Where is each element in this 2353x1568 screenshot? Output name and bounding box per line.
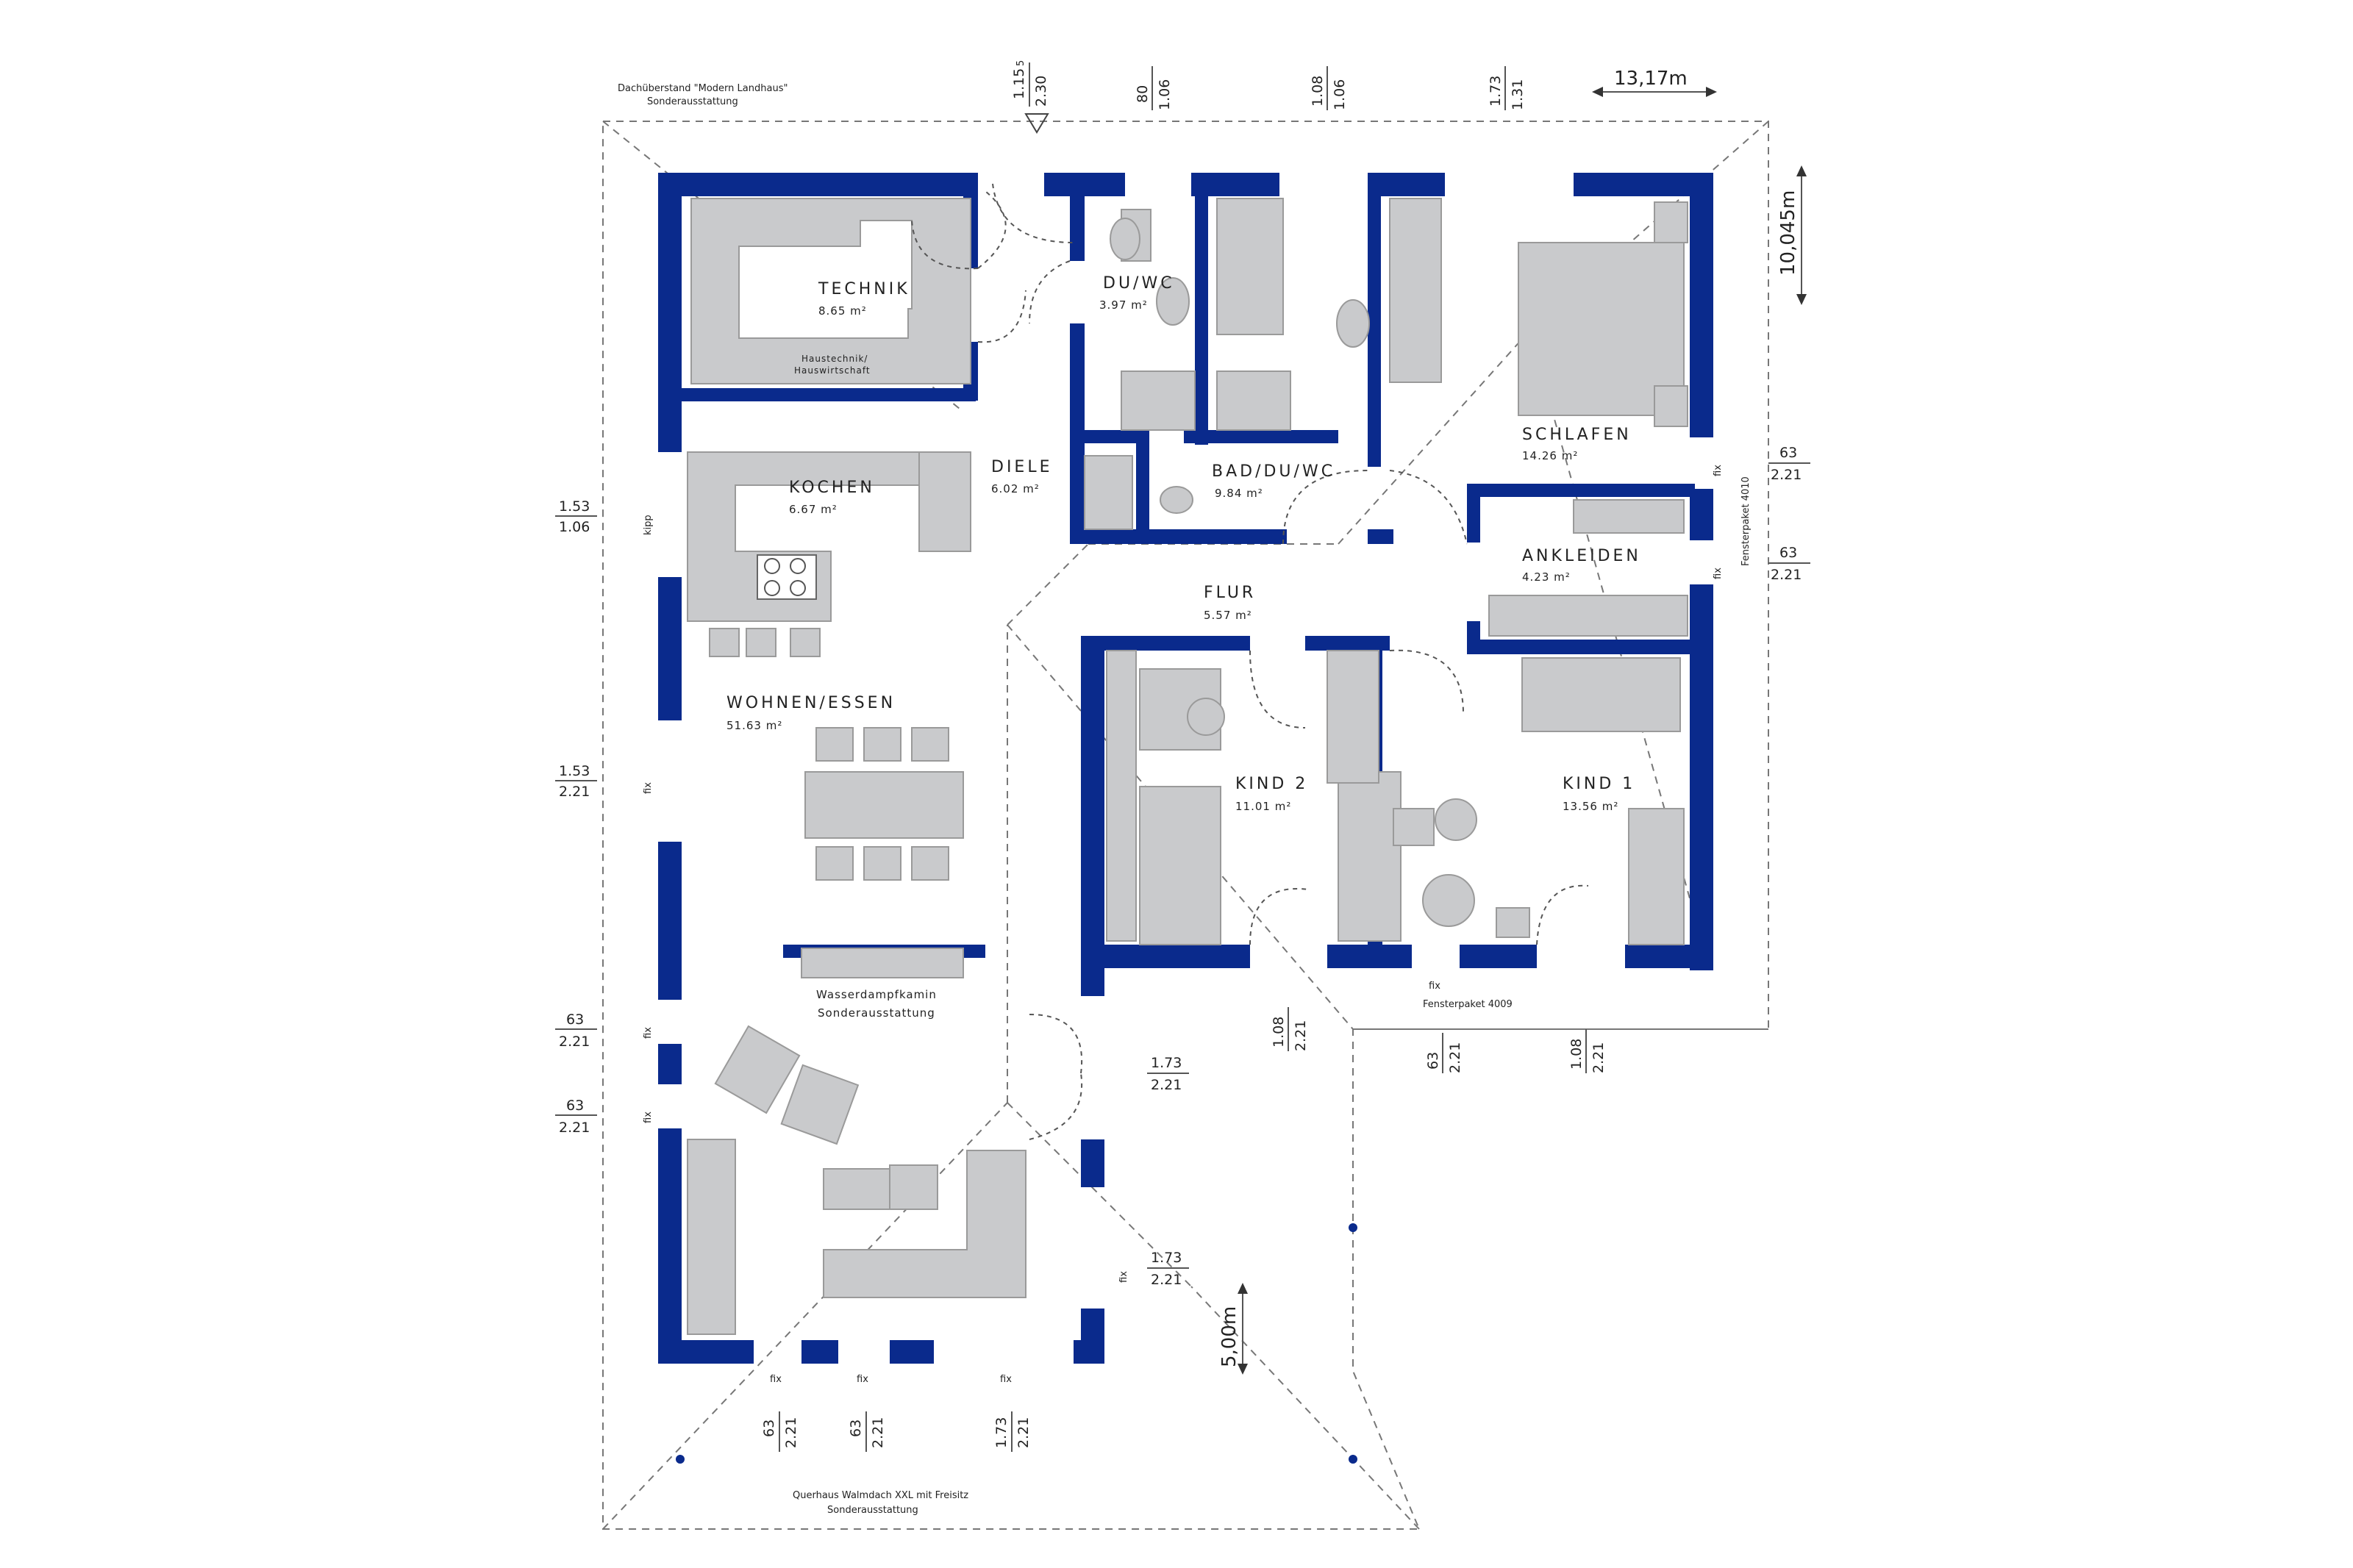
wm-bot-a-bottom: 2.21 [783, 1417, 799, 1448]
wm-bot-r-b-bottom: 2.21 [1590, 1042, 1607, 1073]
wm-mid-b-top: 1.73 [1151, 1055, 1182, 1071]
wm-right-b-bottom: 2.21 [1771, 567, 1802, 583]
room-kind2-area: 11.01 m² [1235, 800, 1291, 813]
fix-note-right-1: fix [1713, 465, 1724, 476]
wm-mid-a-top: 1.08 [1271, 1017, 1287, 1048]
wm-top-b-top: 80 [1135, 85, 1151, 103]
wm-top-b-bottom: 1.06 [1157, 79, 1173, 110]
wm-top-c-bottom: 1.06 [1332, 79, 1348, 110]
room-diele-name: DIELE [991, 458, 1053, 476]
room-kochen-name: KOCHEN [789, 479, 875, 497]
room-flur-name: FLUR [1204, 584, 1256, 602]
plan-notes: Dachüberstand "Modern Landhaus" Sonderau… [618, 83, 1752, 1516]
room-duwc-area: 3.97 m² [1099, 298, 1148, 312]
room-ankleiden-area: 4.23 m² [1522, 570, 1571, 584]
wm-left-d-bottom: 2.21 [559, 1120, 590, 1136]
width-total: 13,17m [1614, 68, 1688, 90]
wm-bot-r-a-top: 63 [1425, 1052, 1441, 1070]
dimension-lines [676, 87, 1807, 1464]
window-marks-right: 63 2.21 63 2.21 1.08 2.21 1.73 2.21 1.73… [1147, 445, 1810, 1288]
wm-mid-c-bottom: 2.21 [1151, 1272, 1182, 1288]
room-kind1-area: 13.56 m² [1563, 800, 1618, 813]
wm-mid-a-bottom: 2.21 [1293, 1020, 1309, 1051]
fireplace-note-1: Wasserdampfkamin [816, 988, 937, 1001]
fix-note-right-2: fix [1713, 568, 1724, 579]
wm-top-d-top: 1.73 [1488, 76, 1504, 107]
wm-bot-b-bottom: 2.21 [870, 1417, 886, 1448]
depth-total: 10,045m [1777, 190, 1799, 276]
room-wohnen-area: 51.63 m² [726, 719, 782, 732]
wm-left-b-bottom: 2.21 [559, 784, 590, 800]
wm-right-b-top: 63 [1779, 545, 1797, 561]
wm-top-a-bottom: 2.30 [1033, 76, 1049, 107]
fix-note-kind1: fix [1429, 981, 1440, 992]
fireplace-note-2: Sonderausstattung [818, 1006, 935, 1020]
room-labels: TECHNIK 8.65 m² Haustechnik/ Hauswirtsch… [726, 274, 1641, 813]
roof-bottom-note-1: Querhaus Walmdach XXL mit Freisitz [793, 1490, 968, 1501]
doors [911, 183, 1589, 1140]
room-wohnen-name: WOHNEN/ESSEN [726, 694, 896, 712]
kipp-note: kipp [643, 515, 654, 535]
room-schlafen-name: SCHLAFEN [1522, 426, 1632, 444]
wm-top-a-sup: 5 [1015, 60, 1026, 66]
room-technik-name: TECHNIK [818, 280, 910, 298]
room-technik-area: 8.65 m² [818, 304, 867, 318]
wm-bot-c-top: 1.73 [993, 1417, 1010, 1448]
wm-bot-c-bottom: 2.21 [1015, 1417, 1032, 1448]
window-marks-left: 1.53 1.06 1.53 2.21 63 2.21 63 2.21 [555, 498, 597, 1136]
wm-mid-b-bottom: 2.21 [1151, 1077, 1182, 1093]
wm-right-a-top: 63 [1779, 445, 1797, 461]
fix-note-left-3: fix [643, 1111, 654, 1123]
room-kochen-area: 6.67 m² [789, 503, 838, 516]
wm-bot-r-b-top: 1.08 [1568, 1039, 1585, 1070]
fix-note-left-1: fix [643, 782, 654, 794]
fix-note-left-2: fix [643, 1027, 654, 1039]
fix-note-bottom-3: fix [1000, 1374, 1012, 1385]
roof-bottom-note-2: Sonderausstattung [827, 1505, 918, 1516]
fix-note-bottom-2: fix [857, 1374, 868, 1385]
walls [658, 173, 1713, 1364]
wm-right-a-bottom: 2.21 [1771, 467, 1802, 483]
technik-note-1: Haustechnik/ [801, 354, 868, 364]
wm-top-a-top: 1.15 [1011, 68, 1027, 99]
wm-left-a-top: 1.53 [559, 498, 590, 515]
room-kind1-name: KIND 1 [1563, 775, 1635, 793]
wm-left-b-top: 1.53 [559, 763, 590, 779]
room-duwc-name: DU/WC [1103, 274, 1175, 293]
room-schlafen-area: 14.26 m² [1522, 449, 1578, 462]
wm-bot-a-top: 63 [761, 1420, 777, 1437]
wm-bot-r-a-bottom: 2.21 [1447, 1042, 1463, 1073]
window-marks-bottom: 63 2.21 63 2.21 1.73 2.21 [761, 1411, 1032, 1452]
fix-note-wing: fix [1118, 1271, 1129, 1283]
overall-dimensions: 13,17m 10,045m 5,00m [1218, 68, 1799, 1367]
room-flur-area: 5.57 m² [1204, 609, 1252, 622]
wm-top-d-bottom: 1.31 [1510, 79, 1526, 110]
room-baddu-name: BAD/DU/WC [1212, 462, 1335, 481]
wm-left-c-bottom: 2.21 [559, 1034, 590, 1050]
fenster-4010-note: Fensterpaket 4010 [1740, 476, 1752, 566]
wm-left-c-top: 63 [566, 1012, 584, 1028]
room-diele-area: 6.02 m² [991, 482, 1040, 495]
room-kind2-name: KIND 2 [1235, 775, 1308, 793]
room-baddu-area: 9.84 m² [1215, 487, 1263, 500]
wm-mid-c-top: 1.73 [1151, 1250, 1182, 1266]
fix-note-bottom-1: fix [770, 1374, 782, 1385]
room-ankleiden-name: ANKLEIDEN [1522, 547, 1641, 565]
wm-top-c-top: 1.08 [1310, 76, 1326, 107]
roof-top-note-1: Dachüberstand "Modern Landhaus" [618, 83, 788, 94]
wm-left-d-top: 63 [566, 1098, 584, 1114]
terrace-depth: 5,00m [1218, 1306, 1240, 1367]
window-marks-top: 1.15 5 2.30 80 1.06 1.08 1.06 1.73 1.31 [1011, 60, 1526, 110]
fenster-4009-note: Fensterpaket 4009 [1423, 999, 1513, 1010]
roof-top-note-2: Sonderausstattung [647, 96, 738, 107]
furniture [687, 198, 1688, 1335]
technik-note-2: Hauswirtschaft [794, 365, 871, 376]
wm-left-a-bottom: 1.06 [559, 519, 590, 535]
wm-bot-b-top: 63 [848, 1420, 864, 1437]
